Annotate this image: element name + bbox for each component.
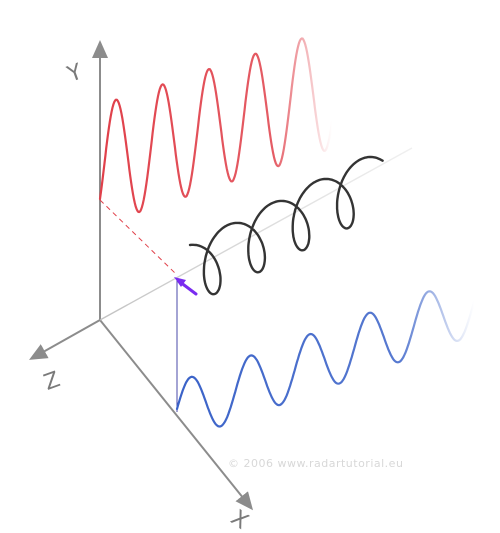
x-axis — [99, 319, 254, 511]
z-axis — [29, 319, 101, 360]
horizontal-wave — [175, 290, 476, 428]
circular-helix — [188, 155, 384, 296]
x-axis-label: X — [226, 506, 253, 533]
y-axis-label: Y — [63, 59, 86, 88]
z-axis-label: Z — [41, 367, 64, 396]
copyright-notice: © 2006 www.radartutorial.eu — [228, 457, 403, 470]
axes — [29, 40, 413, 511]
rotating-field-vector-icon — [174, 277, 198, 296]
vertical-wave — [98, 37, 334, 214]
